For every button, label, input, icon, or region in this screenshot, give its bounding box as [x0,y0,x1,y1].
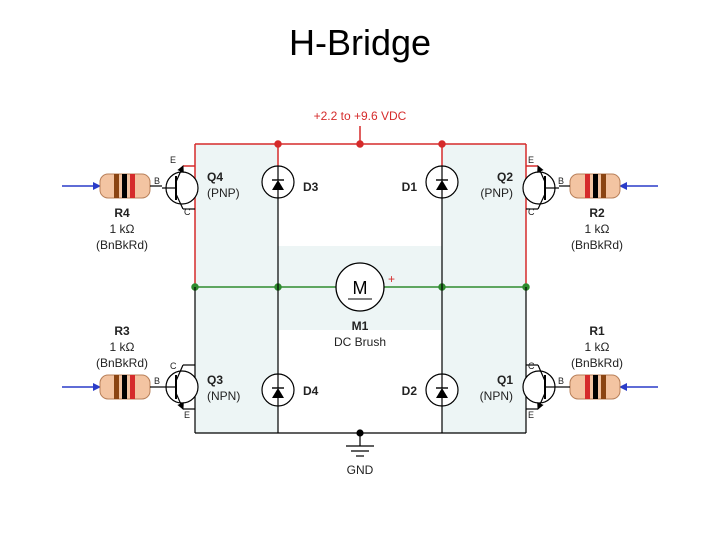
q2-pin-e: E [528,155,534,165]
wiring [183,198,538,446]
diode-d2 [425,373,459,407]
resistor-r1-code: (BnBkRd) [571,356,623,370]
resistor-r3 [99,374,162,400]
q3-pin-c: C [170,361,177,371]
transistor-q4-ref: Q4 [207,170,223,184]
supply-label: +2.2 to +9.6 VDC [314,109,407,123]
transistor-q4-type: (PNP) [207,186,240,200]
q4-pin-c: C [184,207,191,217]
motor-rail [191,283,530,291]
transistor-q2-type: (PNP) [480,186,513,200]
resistor-r2-code: (BnBkRd) [571,238,623,252]
q4-pin-b: B [154,176,160,186]
diode-d1-label: D1 [402,180,418,194]
q1-pin-c: C [528,361,535,371]
motor-type: DC Brush [334,335,386,349]
transistor-q1-type: (NPN) [480,389,513,403]
q2-pin-c: C [528,207,535,217]
resistor-r2-ref: R2 [589,206,605,220]
panel-top-left [195,144,278,287]
q2-pin-b: B [558,176,564,186]
input-arrows [62,182,658,391]
diode-d2-label: D2 [402,384,418,398]
transistor-q1 [522,364,559,410]
transistor-q1-ref: Q1 [497,373,513,387]
resistor-r4-value: 1 kΩ [110,222,135,236]
motor-ref: M1 [352,319,369,333]
resistor-r4-ref: R4 [114,206,130,220]
transistor-q4 [162,165,199,210]
ground-symbol [346,445,374,457]
transistor-q2-ref: Q2 [497,170,513,184]
diode-d1 [425,165,459,199]
motor-symbol: M [353,278,368,298]
transistor-q2 [522,165,559,210]
resistor-r1 [559,374,621,400]
resistor-r2-value: 1 kΩ [585,222,610,236]
resistor-r2 [559,173,621,199]
resistor-r3-code: (BnBkRd) [96,356,148,370]
resistor-r3-value: 1 kΩ [110,340,135,354]
transistor-q3 [162,364,199,410]
diode-d4-label: D4 [303,384,319,398]
q1-pin-e: E [528,410,534,420]
ground-label: GND [347,463,374,477]
resistor-r3-ref: R3 [114,324,130,338]
panel-top-right [442,144,526,287]
page-title: H-Bridge [288,22,432,63]
q1-pin-b: B [558,376,564,386]
diode-d3-label: D3 [303,180,319,194]
resistor-r4-code: (BnBkRd) [96,238,148,252]
resistor-r1-value: 1 kΩ [585,340,610,354]
panel-bottom-right [442,287,526,433]
q3-pin-e: E [184,410,190,420]
panel-bottom-left [195,287,278,433]
q3-pin-b: B [154,376,160,386]
transistor-q3-ref: Q3 [207,373,223,387]
diode-d4 [261,373,295,407]
supply-rail [183,126,538,287]
resistor-r4 [99,173,162,199]
resistor-r1-ref: R1 [589,324,605,338]
diode-d3 [261,165,295,199]
background-panels [195,144,526,433]
transistor-q3-type: (NPN) [207,389,240,403]
q4-pin-e: E [170,155,176,165]
motor-polarity: + [388,272,395,286]
motor-m1: M + [335,262,395,312]
